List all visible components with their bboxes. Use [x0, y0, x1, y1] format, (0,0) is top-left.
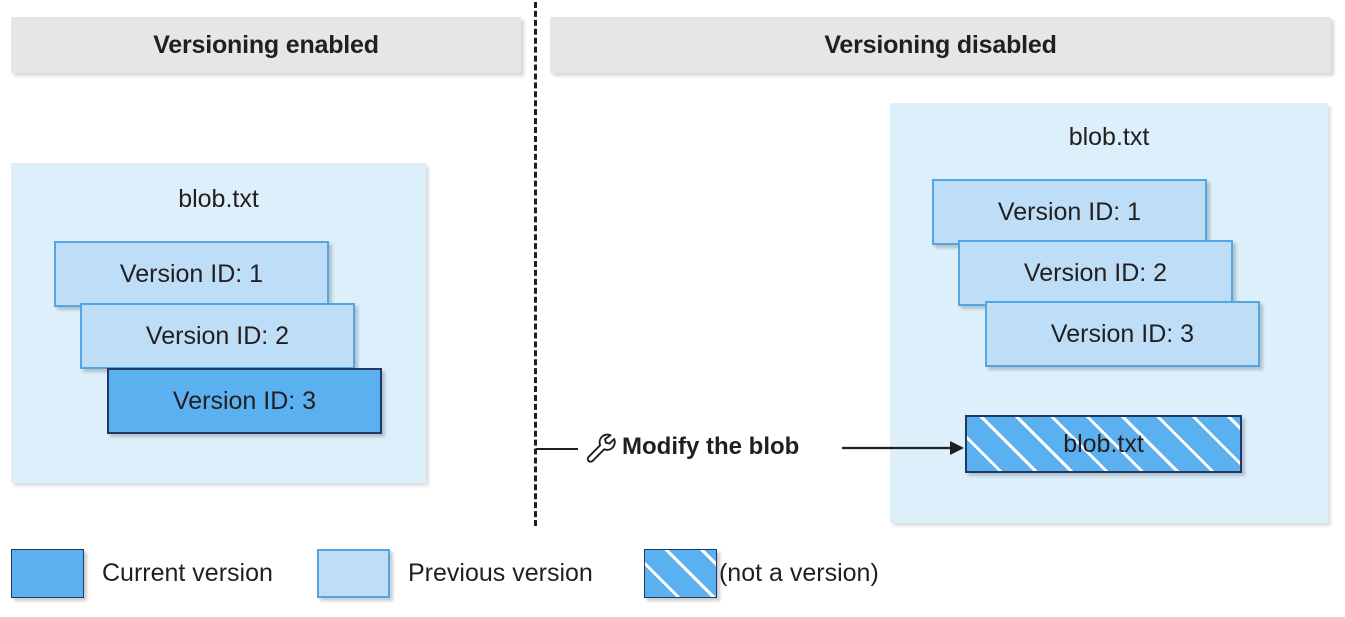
blob-container-versioning-enabled: blob.txt Version ID: 1 Version ID: 2 Ver… [11, 163, 426, 483]
version-box-label: Version ID: 3 [1050, 319, 1195, 348]
version-box-label: Version ID: 2 [1023, 258, 1168, 287]
blob-container-title: blob.txt [1068, 123, 1150, 151]
panel-header-label: Versioning enabled [153, 30, 379, 59]
version-box-2: Version ID: 2 [80, 303, 355, 369]
blob-container-versioning-disabled: blob.txt Version ID: 1 Version ID: 2 Ver… [890, 103, 1328, 523]
connector-line-left [536, 448, 578, 450]
legend-label: Current version [102, 558, 273, 587]
modify-blob-label: Modify the blob [622, 433, 800, 460]
version-box-1: Version ID: 1 [932, 179, 1207, 245]
legend-item-blob-not-a-version: Blob (not a version) [644, 542, 879, 604]
blob-box-label: blob.txt [1063, 429, 1144, 458]
panel-header-label: Versioning disabled [824, 30, 1057, 59]
version-box-2: Version ID: 2 [958, 240, 1233, 306]
legend-label: Previous version [408, 558, 593, 587]
version-box-label: Version ID: 1 [997, 197, 1142, 226]
version-box-label: Version ID: 1 [119, 259, 264, 288]
version-box-1: Version ID: 1 [54, 241, 329, 307]
version-box-3: Version ID: 3 [985, 301, 1260, 367]
legend: Current version Previous version Blob (n… [11, 542, 1111, 604]
legend-swatch-blob-not-a-version [644, 548, 717, 598]
modify-blob-action: Modify the blob [534, 428, 964, 470]
version-box-label: Version ID: 2 [145, 321, 290, 350]
version-box-label: Version ID: 3 [172, 386, 317, 415]
version-box-3-current: Version ID: 3 [107, 368, 382, 434]
blob-container-title: blob.txt [178, 185, 259, 213]
legend-item-previous-version: Previous version [317, 542, 593, 604]
panel-divider-dashed-line [534, 2, 537, 526]
legend-item-current-version: Current version [11, 542, 273, 604]
arrow-right-icon [842, 441, 964, 455]
legend-swatch-current-version [11, 548, 84, 598]
legend-swatch-previous-version [317, 548, 390, 598]
panel-header-versioning-enabled: Versioning enabled [11, 17, 521, 73]
panel-header-versioning-disabled: Versioning disabled [550, 17, 1331, 73]
wrench-icon [586, 433, 616, 463]
blob-box-not-a-version: blob.txt [965, 415, 1242, 473]
